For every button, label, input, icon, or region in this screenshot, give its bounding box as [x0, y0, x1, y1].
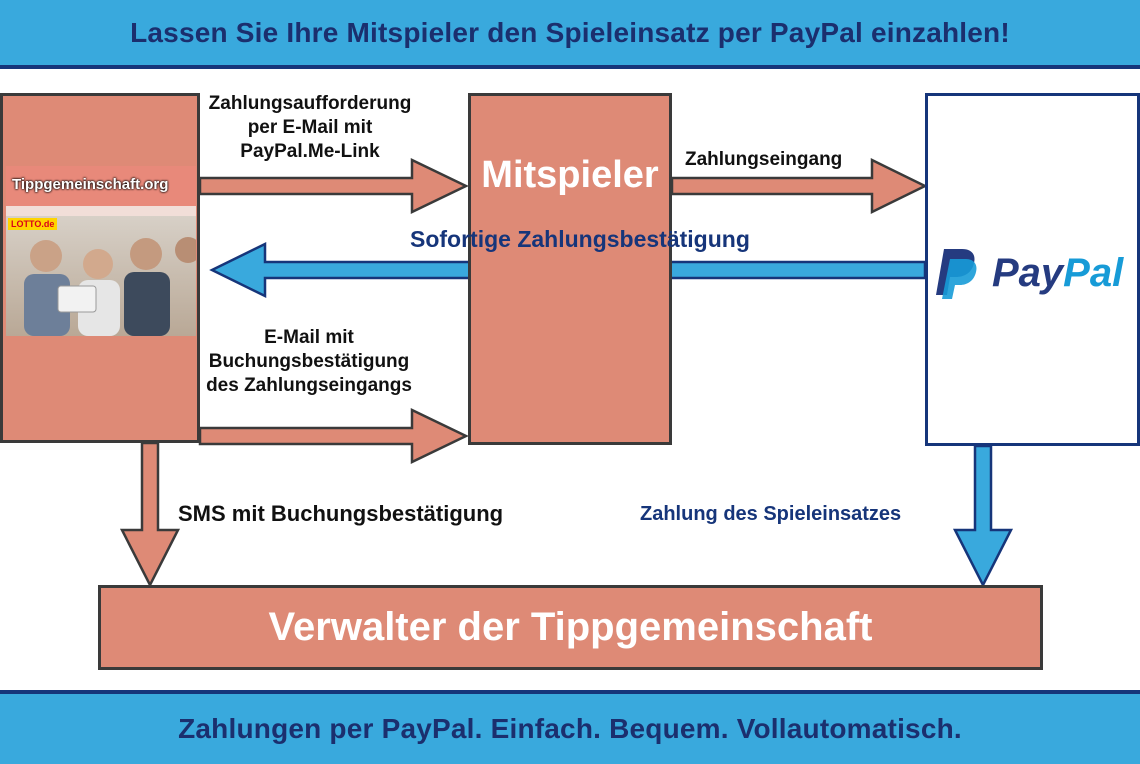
label-payment-request-line-1: Zahlungsaufforderung	[208, 93, 412, 114]
paypal-word-pal: Pal	[1063, 251, 1124, 295]
website-nav	[6, 206, 196, 216]
footer-text: Zahlungen per PayPal. Einfach. Bequem. V…	[178, 713, 962, 744]
label-payment-request: Zahlungsaufforderung per E-Mail mit PayP…	[200, 92, 420, 164]
website-header	[6, 166, 196, 206]
label-stake-payment: Zahlung des Spieleinsatzes	[640, 503, 902, 525]
website-photo	[6, 216, 196, 336]
arrow-stake-payment	[952, 444, 1014, 588]
paypal-word-pay: Pay	[992, 251, 1064, 295]
label-payment-request-line-2: per E-Mail mit	[247, 117, 373, 138]
top-banner: Lassen Sie Ihre Mitspieler den Spieleins…	[0, 0, 1140, 69]
source-website-box: Tippgemeinschaft.org LOTTO.de	[0, 93, 200, 443]
admin-box: Verwalter der Tippgemeinschaft	[98, 585, 1043, 670]
label-instant-confirmation: Sofortige Zahlungsbestätigung	[410, 226, 750, 252]
header-title: Lassen Sie Ihre Mitspieler den Spieleins…	[130, 16, 1010, 48]
label-sms: SMS mit Buchungsbestätigung	[178, 501, 504, 526]
label-booking-email: E-Mail mit Buchungsbestätigung des Zahlu…	[198, 326, 420, 398]
label-booking-email-line-3: des Zahlungseingangs	[206, 375, 412, 396]
label-payment-request-line-3: PayPal.Me-Link	[240, 141, 380, 162]
arrow-payment-receipt	[670, 157, 928, 215]
paypal-logo: PayPal	[932, 243, 1137, 303]
arrow-sms	[119, 441, 181, 588]
label-booking-email-line-1: E-Mail mit	[264, 327, 354, 348]
arrow-booking-email	[198, 408, 469, 464]
website-title: Tippgemeinschaft.org	[12, 176, 169, 193]
paypal-wordmark: PayPal	[992, 251, 1123, 296]
admin-label: Verwalter der Tippgemeinschaft	[268, 605, 873, 649]
website-screenshot: Tippgemeinschaft.org LOTTO.de	[6, 166, 196, 336]
label-booking-email-line-2: Buchungsbestätigung	[208, 351, 410, 372]
label-payment-receipt: Zahlungseingang	[685, 149, 843, 170]
lotto-badge: LOTTO.de	[8, 218, 58, 230]
paypal-p-icon	[936, 249, 977, 299]
arrow-payment-request	[198, 158, 469, 214]
bottom-banner: Zahlungen per PayPal. Einfach. Bequem. V…	[0, 690, 1140, 764]
mitspieler-label: Mitspieler	[481, 154, 659, 196]
mitspieler-box: Mitspieler	[468, 93, 672, 445]
